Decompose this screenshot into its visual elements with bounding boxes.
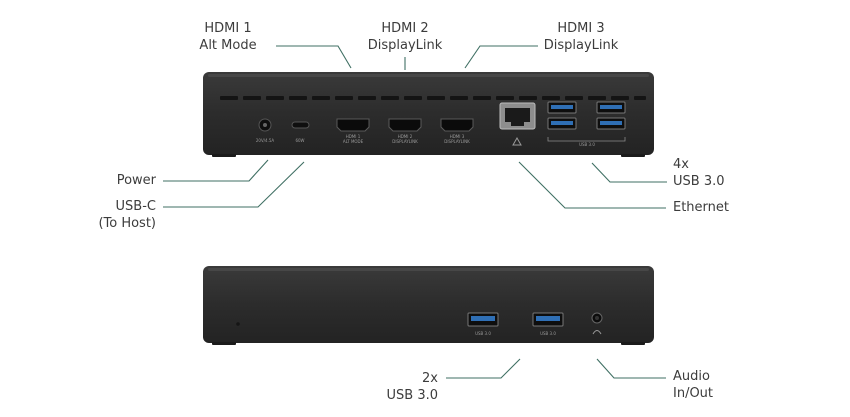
hdmi-2-sub-print: DISPLAYLINK xyxy=(392,139,418,144)
callout-line-hdmi1 xyxy=(276,45,352,69)
usb3-group-print: USB 3.0 xyxy=(579,142,595,147)
hdmi-1-print: HDMI 1 xyxy=(346,134,361,139)
dc-power-print: 20V/4.5A xyxy=(256,138,275,143)
usb3-front-port-2: USB 3.0 xyxy=(532,312,564,336)
label-usbc-line1: USB-C xyxy=(115,199,156,214)
callout-line-ethernet xyxy=(518,161,666,209)
label-audio: Audio In/Out xyxy=(673,368,713,402)
audio-jack xyxy=(591,312,603,335)
vent-row xyxy=(220,96,646,100)
callout-line-audio xyxy=(596,358,666,379)
ethernet-port xyxy=(499,102,536,146)
callout-lines xyxy=(163,45,667,379)
dc-power-port: 20V/4.5A xyxy=(256,118,275,143)
label-hdmi3-line2: DisplayLink xyxy=(543,38,619,53)
ethernet-symbol-icon xyxy=(512,136,522,146)
label-ethernet: Ethernet xyxy=(673,199,729,216)
dock-front-view: USB 3.0 USB 3.0 xyxy=(203,266,654,345)
dock-front-body xyxy=(203,266,654,343)
usb3-front-2-print: USB 3.0 xyxy=(540,331,556,336)
label-audio-line1: Audio xyxy=(673,369,710,384)
label-usb3-rear-line1: 4x xyxy=(673,157,689,172)
status-led xyxy=(236,322,240,326)
hdmi-3-sub-print: DISPLAYLINK xyxy=(444,139,470,144)
usb-c-print: 60W xyxy=(295,138,304,143)
callout-line-hdmi3 xyxy=(464,45,538,69)
label-power: Power xyxy=(60,172,156,189)
headset-icon xyxy=(592,330,602,335)
hdmi-2-print: HDMI 2 xyxy=(398,134,413,139)
usb3-rear-port-group: USB 3.0 xyxy=(547,101,626,147)
usb3-front-1-print: USB 3.0 xyxy=(475,331,491,336)
label-hdmi1-line1: HDMI 1 xyxy=(204,21,252,36)
label-usb3-front-line1: 2x xyxy=(422,371,438,386)
label-usbc: USB-C (To Host) xyxy=(60,198,156,232)
label-hdmi1-line2: Alt Mode xyxy=(199,38,257,53)
callout-line-usbc xyxy=(163,161,305,208)
label-power-text: Power xyxy=(116,173,156,188)
label-hdmi3: HDMI 3 DisplayLink xyxy=(531,20,631,54)
label-hdmi2-line2: DisplayLink xyxy=(367,38,443,53)
dock-rear-view: 20V/4.5A 60W HDMI 1 ALT MODE HDMI 2 DISP… xyxy=(203,72,654,157)
label-usb3-rear: 4x USB 3.0 xyxy=(673,156,725,190)
label-usb3-rear-line2: USB 3.0 xyxy=(673,174,725,189)
callout-line-usb3-rear xyxy=(591,162,667,183)
label-ethernet-text: Ethernet xyxy=(673,200,729,215)
label-usbc-line2: (To Host) xyxy=(98,216,156,231)
usb-c-port: 60W xyxy=(291,121,310,143)
hdmi-1-port: HDMI 1 ALT MODE xyxy=(336,118,370,144)
label-hdmi1: HDMI 1 Alt Mode xyxy=(188,20,268,54)
hdmi-3-print: HDMI 3 xyxy=(450,134,465,139)
label-hdmi2-line1: HDMI 2 xyxy=(381,21,429,36)
hdmi-3-port: HDMI 3 DISPLAYLINK xyxy=(440,118,474,144)
label-usb3-front: 2x USB 3.0 xyxy=(340,370,439,404)
label-hdmi3-line1: HDMI 3 xyxy=(557,21,605,36)
usb3-front-port-1: USB 3.0 xyxy=(467,312,499,336)
dock-rear-body xyxy=(203,72,654,155)
label-usb3-front-line2: USB 3.0 xyxy=(386,388,439,403)
label-audio-line2: In/Out xyxy=(673,386,714,401)
callout-line-usb3-front xyxy=(446,358,521,379)
hdmi-1-sub-print: ALT MODE xyxy=(343,139,364,144)
callout-line-power xyxy=(163,159,269,182)
label-hdmi2: HDMI 2 DisplayLink xyxy=(355,20,455,54)
hdmi-2-port: HDMI 2 DISPLAYLINK xyxy=(388,118,422,144)
